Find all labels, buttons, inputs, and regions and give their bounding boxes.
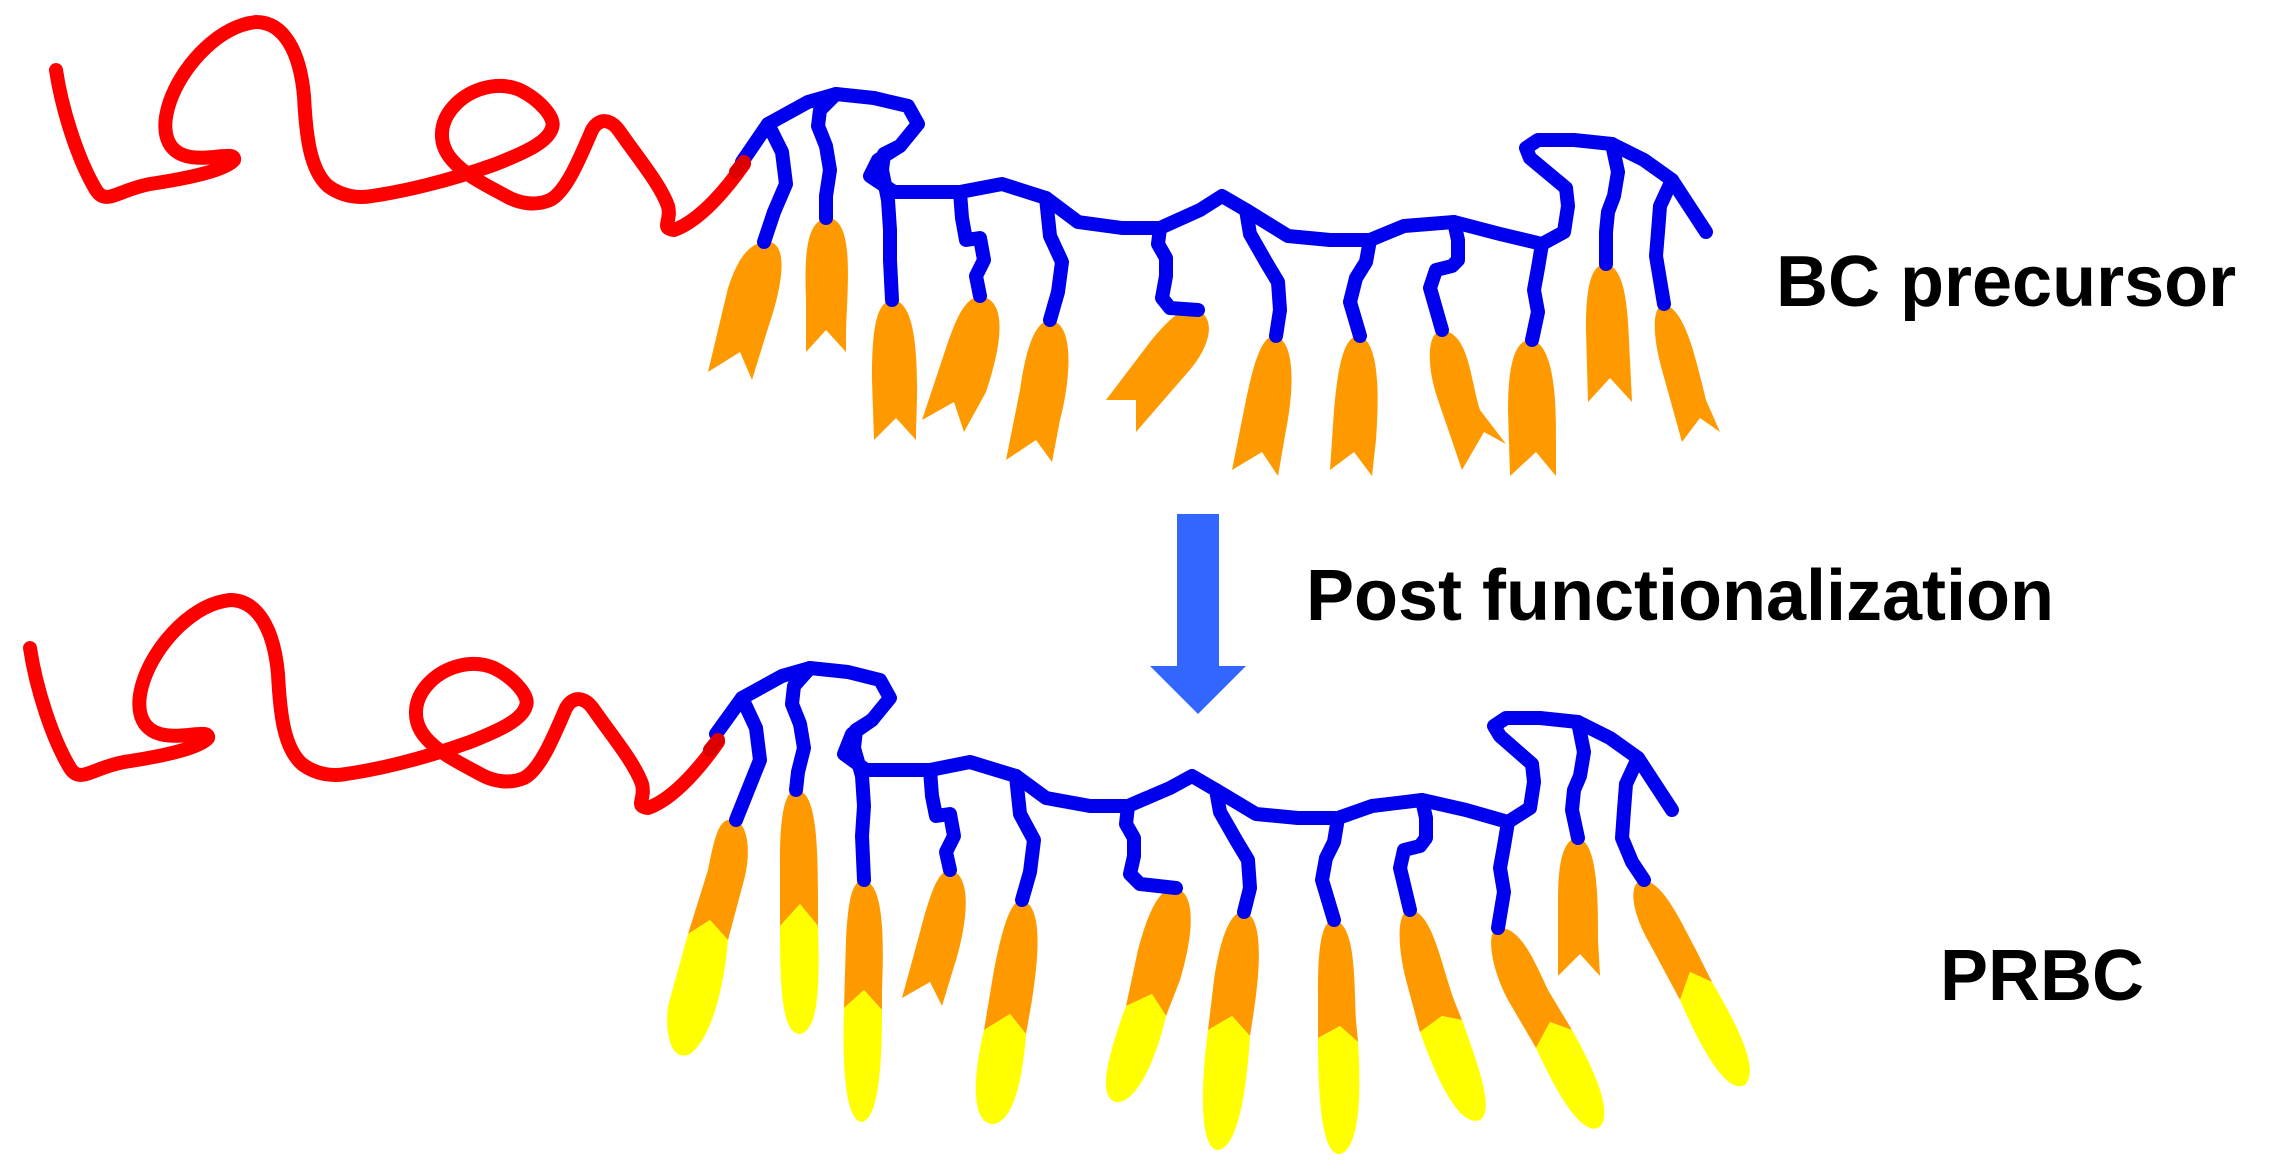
side-chain: [1491, 927, 1572, 1048]
backbone-main-chain: [709, 661, 1679, 829]
side-chain: [922, 296, 1000, 432]
side-chain: [688, 819, 748, 940]
side-chain-group: [708, 217, 1720, 476]
linker: [1315, 811, 1345, 927]
side-chain: [1508, 339, 1556, 476]
label-prbc: PRBC: [1940, 936, 2144, 1016]
side-chain: [1399, 910, 1462, 1032]
linker: [1343, 233, 1377, 343]
side-chain: [805, 217, 848, 352]
functionalized-side-chain-group: [667, 790, 1750, 1155]
functional-group: [1420, 1016, 1486, 1121]
linker: [1615, 751, 1651, 887]
coil-block: [23, 593, 725, 815]
linker: [1209, 783, 1257, 919]
linker: [1039, 191, 1069, 327]
linker: [785, 661, 817, 797]
side-chain: [1586, 264, 1632, 402]
side-chain: [708, 241, 782, 380]
side-chain: [1106, 308, 1209, 432]
linker: [1009, 769, 1041, 907]
linker: [757, 117, 793, 249]
functional-group: [975, 1014, 1026, 1124]
backbone: [735, 87, 1713, 347]
functional-group: [667, 920, 728, 1056]
linker: [875, 139, 907, 307]
backbone: [709, 661, 1679, 935]
side-chain: [902, 870, 966, 1006]
side-chain: [1429, 330, 1506, 470]
coil-junction: [729, 155, 751, 179]
side-chain: [1126, 887, 1191, 1016]
linker: [923, 763, 961, 877]
side-chain: [1558, 838, 1600, 976]
side-chain: [1633, 880, 1712, 1000]
linker: [1525, 237, 1549, 347]
functional-group: [1105, 994, 1166, 1103]
coil-block: [49, 15, 751, 237]
functional-group: [1318, 1026, 1360, 1155]
functional-group: [1202, 1016, 1250, 1150]
label-bc-precursor: BC precursor: [1776, 242, 2236, 322]
linker: [1239, 203, 1287, 343]
functional-group: [843, 990, 882, 1122]
side-chain: [1318, 920, 1358, 1042]
bc-precursor-molecule: [49, 15, 1720, 476]
side-chain: [1654, 304, 1720, 442]
label-post-functionalization: Post functionalization: [1306, 556, 2054, 636]
side-chain: [984, 900, 1038, 1034]
side-chain: [1006, 320, 1069, 462]
linker: [953, 185, 991, 303]
linker: [1649, 173, 1679, 311]
backbone-main-chain: [735, 87, 1713, 251]
prbc-molecule: [23, 593, 1750, 1155]
side-chain: [1232, 335, 1292, 476]
coil-junction: [703, 733, 725, 757]
linker: [1119, 799, 1183, 895]
linker: [729, 691, 767, 827]
linker: [1491, 815, 1515, 935]
functional-group: [1680, 972, 1750, 1087]
side-chain: [1208, 911, 1259, 1036]
linker: [1393, 793, 1433, 917]
linker: [847, 713, 879, 887]
side-chain: [844, 880, 883, 1010]
side-chain: [780, 790, 818, 926]
linker: [1423, 215, 1465, 337]
linker: [1599, 137, 1625, 271]
down-arrow-icon: [1150, 514, 1246, 714]
side-chain: [1330, 335, 1378, 476]
functional-group: [1536, 1022, 1605, 1129]
linker: [811, 87, 843, 225]
linker: [1565, 715, 1591, 845]
side-chain: [872, 300, 918, 440]
linker: [1151, 221, 1205, 317]
functional-group: [780, 904, 819, 1034]
